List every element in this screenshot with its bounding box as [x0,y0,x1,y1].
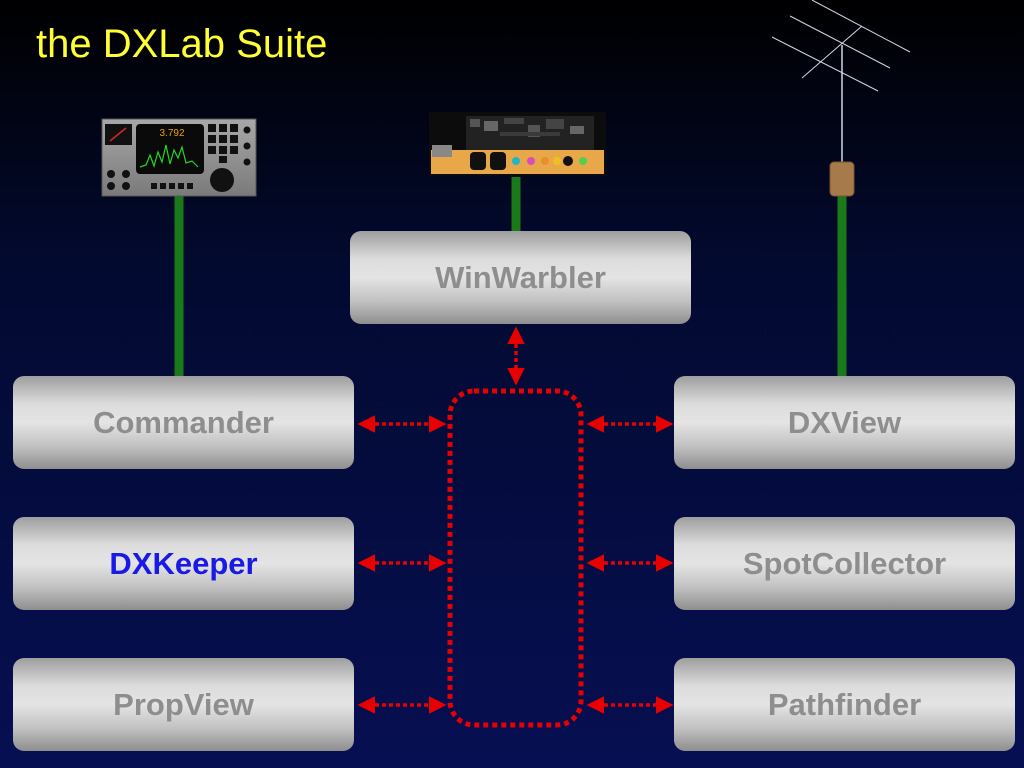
antenna-icon [771,0,911,197]
spotcollector-box: SpotCollector [674,517,1015,610]
page-title: the DXLab Suite [36,22,328,66]
message-bus [447,388,584,728]
transceiver-icon: 3.792 [101,118,257,197]
dxkeeper-box: DXKeeper [13,517,354,610]
radio-frequency-display: 3.792 [159,128,184,139]
propview-box: PropView [13,658,354,751]
winwarbler-box: WinWarbler [350,231,691,324]
dxview-box: DXView [674,376,1015,469]
bus-arrows [357,326,674,714]
pathfinder-box: Pathfinder [674,658,1015,751]
commander-box: Commander [13,376,354,469]
sound-card-icon [429,112,606,176]
